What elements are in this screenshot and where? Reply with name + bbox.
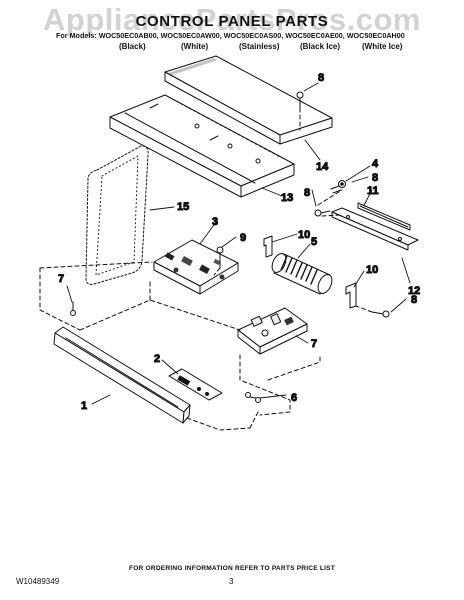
page-number: 3: [229, 577, 234, 586]
assembly-boundary: [39, 107, 373, 431]
callout-8: 8: [411, 294, 417, 306]
callout-8: 8: [372, 172, 378, 184]
callout-4: 4: [372, 158, 379, 170]
part-8-screw-lower-right: [371, 310, 390, 318]
part-4-grommet: [330, 180, 346, 194]
callout-1: 1: [81, 400, 87, 412]
finish-label: (White Ice): [362, 42, 403, 51]
model-list: For Models: WOC50EC0AB00, WOC50EC0AW00, …: [56, 31, 405, 40]
part-9-screw: [216, 246, 224, 269]
part-6-clips: [245, 392, 261, 403]
callout-8: 8: [304, 187, 310, 199]
part-1-control-panel: [53, 326, 191, 424]
finish-label: (Stainless): [239, 42, 280, 51]
part-13-panel-support: [109, 94, 295, 198]
part-5-cooling-fan: [271, 253, 333, 295]
finish-labels: (Black) (White) (Stainless) (Black Ice) …: [0, 42, 464, 54]
leader-lines: [66, 82, 411, 405]
part-15-insulation: [85, 145, 149, 285]
callout-8: 7: [58, 273, 64, 285]
watermark: AppliancePartsPros.com: [43, 2, 421, 37]
callout-5: 5: [311, 236, 317, 248]
finish-label: (Black Ice): [300, 42, 341, 51]
part-10-bracket-upper: [263, 235, 273, 258]
part-8-screw-top: [296, 91, 304, 109]
callout-10: 10: [366, 264, 378, 276]
finish-label: (White): [181, 42, 209, 51]
part-3-control-board: [153, 239, 239, 295]
callout-12: 12: [408, 285, 420, 297]
callout-7: 7: [311, 338, 317, 350]
part-7-power-board: [237, 307, 308, 355]
callout-6: 6: [291, 392, 297, 404]
finish-label: (Black): [119, 42, 146, 51]
part-2-touch-control: [168, 368, 223, 401]
part-14-upper-cover: [164, 55, 333, 145]
ordering-note: FOR ORDERING INFORMATION REFER TO PARTS …: [129, 565, 335, 572]
callout-13: 13: [281, 192, 293, 204]
callout-2: 2: [154, 353, 160, 365]
callout-9: 9: [240, 232, 246, 244]
callout-8: 8: [318, 72, 324, 84]
callout-15: 15: [177, 201, 189, 213]
part-11-rail: [357, 202, 411, 231]
callout-10: 10: [298, 229, 310, 241]
document-number: W10489349: [16, 577, 60, 586]
part-8-screw-left: [70, 301, 76, 316]
callout-11: 11: [367, 185, 379, 197]
page-title: CONTROL PANEL PARTS: [135, 13, 329, 30]
callout-14: 14: [316, 161, 329, 173]
part-8-screw-mid: [314, 209, 331, 217]
callout-3: 3: [212, 216, 218, 228]
